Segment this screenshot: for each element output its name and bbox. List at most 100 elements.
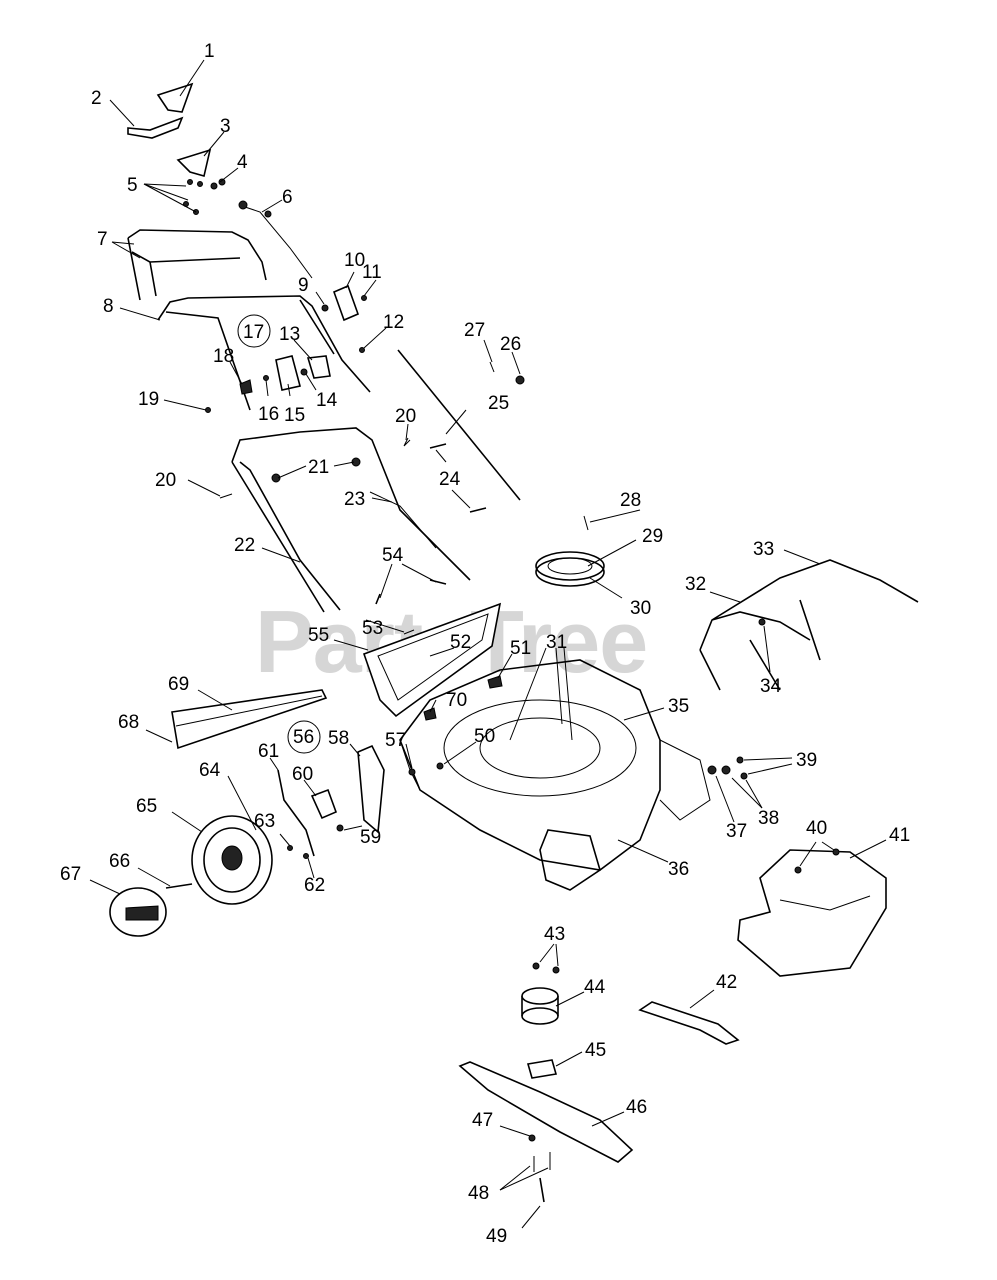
callout-58: 58	[328, 728, 349, 749]
callout-40: 40	[806, 818, 827, 839]
callout-67: 67	[60, 864, 81, 885]
callout-56: 56	[293, 727, 314, 748]
callout-28: 28	[620, 490, 641, 511]
callout-20a: 20	[395, 406, 416, 427]
callout-32: 32	[685, 574, 706, 595]
part-drive-cover	[699, 559, 919, 691]
callout-6: 6	[282, 187, 293, 208]
callout-44: 44	[584, 977, 606, 998]
callout-62: 62	[304, 875, 325, 896]
callout-69: 69	[168, 674, 189, 695]
callout-30: 30	[630, 598, 651, 619]
part-deck	[399, 659, 661, 871]
callout-48: 48	[468, 1183, 489, 1204]
part-handle-cable	[369, 491, 437, 549]
callout-18: 18	[213, 346, 234, 367]
part-screws-4	[183, 178, 226, 215]
callout-63: 63	[254, 811, 275, 832]
callout-leaders	[89, 59, 887, 1229]
part-ring	[535, 557, 605, 587]
callout-45: 45	[585, 1040, 606, 1061]
callout-51: 51	[510, 638, 531, 659]
part-rod	[397, 349, 521, 501]
callout-19: 19	[138, 389, 159, 410]
callout-17: 17	[243, 322, 264, 343]
callout-66: 66	[109, 851, 130, 872]
part-upper-handle	[157, 295, 371, 411]
callout-36: 36	[668, 859, 689, 880]
callout-4: 4	[237, 152, 248, 173]
part-pin-20a	[403, 437, 411, 447]
part-grass-cover	[737, 849, 887, 977]
callout-12: 12	[383, 312, 404, 333]
part-blade	[458, 1061, 634, 1163]
part-lower-handle	[231, 427, 471, 613]
callout-circle-17	[237, 314, 271, 348]
callout-2: 2	[91, 88, 102, 109]
part-belt	[638, 1001, 740, 1045]
callout-54: 54	[382, 545, 404, 566]
callout-1: 1	[204, 41, 215, 62]
callout-53: 53	[362, 618, 383, 639]
callout-39: 39	[796, 750, 817, 771]
part-cable-guide	[156, 82, 194, 113]
callout-25: 25	[488, 393, 509, 414]
part-wheel-bolt	[165, 883, 193, 889]
callout-59: 59	[360, 827, 381, 848]
part-shield	[362, 602, 502, 718]
part-knob-18	[239, 379, 253, 395]
callout-5: 5	[127, 175, 138, 196]
callout-8: 8	[103, 296, 114, 317]
callout-34: 34	[760, 676, 782, 697]
callout-23: 23	[344, 489, 365, 510]
callout-46: 46	[626, 1097, 647, 1118]
callout-55: 55	[308, 625, 329, 646]
callout-3: 3	[220, 116, 231, 137]
part-bracket	[357, 744, 385, 834]
part-switch-box	[332, 284, 360, 322]
part-knob	[306, 355, 331, 379]
callout-47: 47	[472, 1110, 493, 1131]
callout-68: 68	[118, 712, 139, 733]
callout-64: 64	[199, 760, 221, 781]
callout-22: 22	[234, 535, 255, 556]
part-cable	[241, 205, 313, 279]
part-upper-bail	[127, 229, 267, 301]
callout-26: 26	[500, 334, 521, 355]
callout-60: 60	[292, 764, 313, 785]
part-drawings	[109, 82, 919, 1203]
part-bolts	[429, 443, 487, 513]
callout-50: 50	[474, 726, 495, 747]
part-blade-adapter	[526, 1059, 558, 1079]
callout-13: 13	[279, 324, 300, 345]
callout-10: 10	[344, 250, 365, 271]
callout-37: 37	[726, 821, 747, 842]
part-rear-flap	[539, 829, 601, 891]
part-control-bail	[127, 116, 184, 139]
part-rear-shield	[171, 689, 328, 750]
callout-circle-56	[287, 720, 321, 754]
callout-15: 15	[284, 405, 305, 426]
callout-11: 11	[362, 262, 382, 283]
callout-65: 65	[136, 796, 157, 817]
callout-38: 38	[758, 808, 779, 829]
part-bolt-long	[539, 1177, 545, 1203]
callout-70: 70	[446, 690, 467, 711]
callout-43: 43	[544, 924, 565, 945]
callout-52: 52	[450, 632, 471, 653]
callout-29: 29	[642, 526, 663, 547]
callout-42: 42	[716, 972, 737, 993]
part-pin-20b	[219, 493, 233, 499]
callout-31: 31	[546, 632, 567, 653]
callout-24: 24	[439, 469, 461, 490]
callout-57: 57	[385, 730, 406, 751]
callout-16: 16	[258, 404, 279, 425]
callout-14: 14	[316, 390, 338, 411]
callout-41: 41	[889, 825, 910, 846]
part-height-lever	[277, 769, 315, 857]
callout-21: 21	[308, 457, 329, 478]
callout-20b: 20	[155, 470, 176, 491]
part-pulley	[521, 1007, 559, 1025]
callout-33: 33	[753, 539, 774, 560]
